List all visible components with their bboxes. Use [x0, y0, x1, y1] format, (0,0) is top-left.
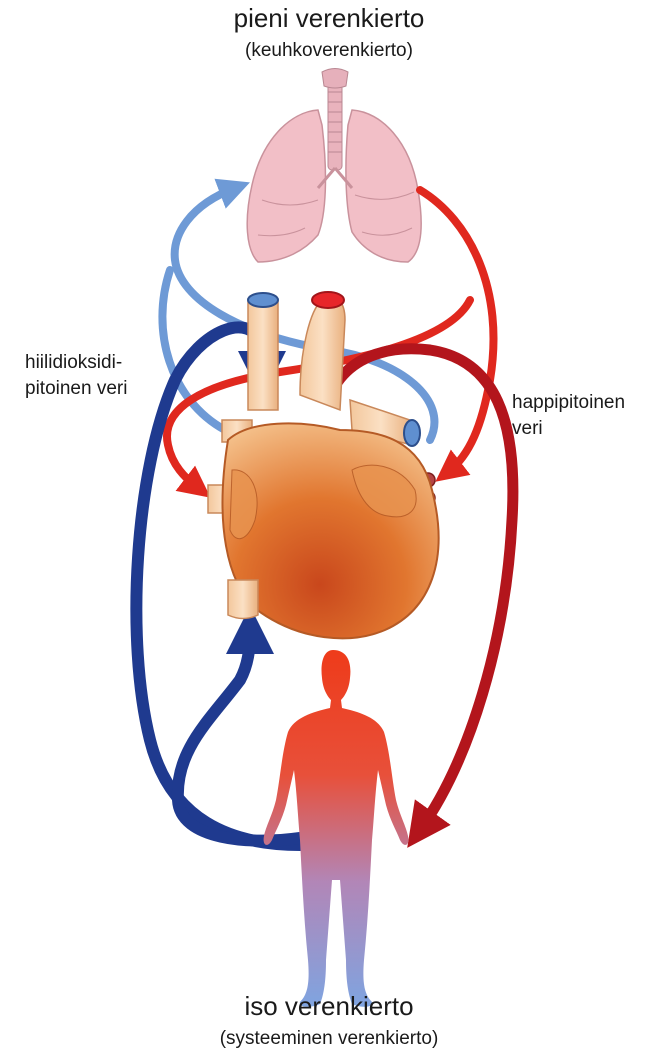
pulmonary-circulation-title: pieni verenkierto	[0, 4, 658, 34]
oxygenated-blood-label: happipitoinen veri	[512, 390, 652, 442]
human-body-icon	[264, 650, 409, 1007]
systemic-circulation-subtitle: (systeeminen verenkierto)	[0, 1028, 658, 1050]
deoxygenated-blood-label: hiilidioksidi- pitoinen veri	[25, 350, 185, 402]
deoxygenated-label-line2: pitoinen veri	[25, 376, 185, 402]
deoxygenated-label-line1: hiilidioksidi-	[25, 350, 185, 376]
oxygenated-label-line2: veri	[512, 416, 652, 442]
oxygenated-label-line1: happipitoinen	[512, 390, 652, 416]
pulmonary-circulation-subtitle: (keuhkoverenkierto)	[0, 40, 658, 62]
lungs-icon	[247, 69, 421, 263]
systemic-circulation-title: iso verenkierto	[0, 992, 658, 1022]
